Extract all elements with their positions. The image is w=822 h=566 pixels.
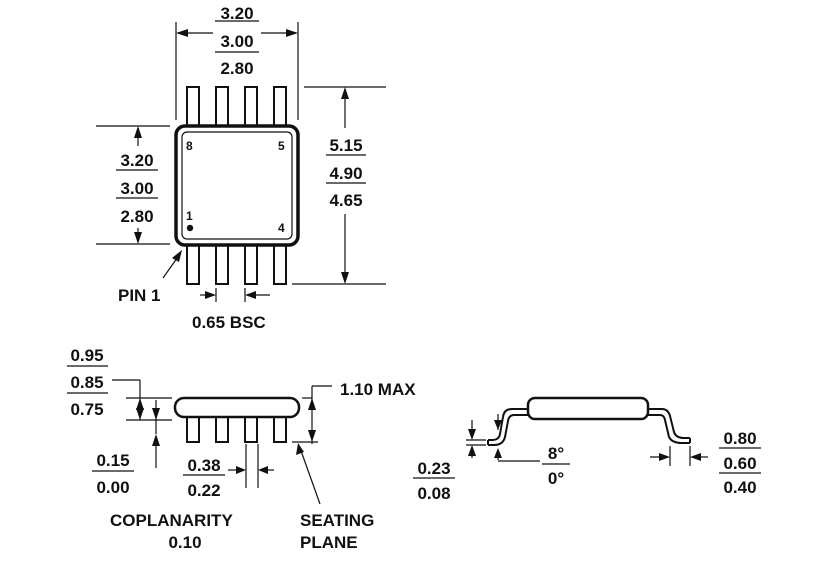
coplanarity-value: 0.10 <box>168 533 201 552</box>
arrow-left <box>245 291 256 299</box>
standoff-min: 0.00 <box>96 478 129 497</box>
pin-number-4: 4 <box>278 221 285 235</box>
foot-nom: 0.60 <box>723 454 756 473</box>
pin-number-1: 1 <box>186 209 193 223</box>
pin1-label: PIN 1 <box>118 286 161 305</box>
right-lead-bottom <box>648 414 690 444</box>
left-lead-bottom <box>488 414 528 446</box>
end-view: 0.23 0.08 8° 0° 0.80 0.60 0.40 <box>413 396 761 503</box>
end-body <box>526 396 650 421</box>
side-body <box>173 396 301 419</box>
seating-leader <box>299 447 321 505</box>
lead-width-min: 0.22 <box>187 481 220 500</box>
top-pin-5 <box>273 86 287 128</box>
arrow-up <box>468 445 476 456</box>
arrow-up <box>494 448 502 458</box>
arrow-up <box>152 434 160 446</box>
bottom-pin-4 <box>273 242 287 285</box>
width-max: 3.20 <box>220 4 253 23</box>
width-min: 2.80 <box>220 59 253 78</box>
height-max: 0.95 <box>70 346 103 365</box>
arrow-right <box>659 453 670 461</box>
arrow-seating <box>296 443 304 455</box>
arrow-down <box>468 429 476 440</box>
length-max: 5.15 <box>329 136 362 155</box>
length-nom: 4.90 <box>329 164 362 183</box>
side-view: 0.95 0.85 0.75 0.15 0.00 1.10 MAX 0.38 0… <box>67 346 416 552</box>
bottom-pin-1 <box>186 242 200 285</box>
arrow-right <box>205 291 216 299</box>
height-nom: 0.85 <box>70 373 103 392</box>
arrow-down <box>494 420 502 430</box>
seating-label-line2: PLANE <box>300 533 358 552</box>
foot-min: 0.40 <box>723 478 756 497</box>
coplanarity-label: COPLANARITY <box>110 511 233 530</box>
top-view: 8 5 1 4 3.20 3.00 2.80 3.20 3.00 2.80 <box>96 4 386 332</box>
pin-number-5: 5 <box>278 139 285 153</box>
thickness-min: 0.08 <box>417 484 450 503</box>
arrow-up <box>308 398 316 410</box>
top-pin-6 <box>244 86 258 128</box>
bottom-pin-3 <box>244 242 258 285</box>
right-lead-top <box>648 408 690 439</box>
seating-label-line1: SEATING <box>300 511 374 530</box>
arrow-down <box>341 272 349 284</box>
arrow-left <box>176 29 188 37</box>
body-min: 2.80 <box>120 207 153 226</box>
arrow-right <box>236 466 246 474</box>
arrow-pin1 <box>172 250 182 262</box>
standoff-max: 0.15 <box>96 451 129 470</box>
arrow-left <box>258 466 268 474</box>
body-max: 3.20 <box>120 151 153 170</box>
arrow-down <box>152 408 160 420</box>
pin1-dot <box>186 224 194 232</box>
arrow-left <box>690 453 701 461</box>
arrow-down <box>134 232 142 244</box>
max-height-label: 1.10 MAX <box>340 380 416 399</box>
angle-min: 0° <box>548 469 564 488</box>
height-min: 0.75 <box>70 400 103 419</box>
arrow-up <box>341 87 349 99</box>
body-nom: 3.00 <box>120 179 153 198</box>
bottom-pin-2 <box>215 242 229 285</box>
pitch-label: 0.65 BSC <box>192 313 266 332</box>
width-label-bg <box>213 18 261 76</box>
arrow-right <box>286 29 298 37</box>
thickness-max: 0.23 <box>417 459 450 478</box>
lead-width-max: 0.38 <box>187 456 220 475</box>
length-min: 4.65 <box>329 191 362 210</box>
arrow-up <box>136 398 144 410</box>
foot-max: 0.80 <box>723 429 756 448</box>
left-lead-top <box>488 408 528 441</box>
width-nom: 3.00 <box>220 32 253 51</box>
arrow-up <box>134 126 142 138</box>
top-pin-7 <box>215 86 229 128</box>
top-pin-8 <box>186 86 200 128</box>
angle-max: 8° <box>548 444 564 463</box>
package-body-outer <box>174 124 300 247</box>
pin-number-8: 8 <box>186 139 193 153</box>
arrow-down <box>308 430 316 442</box>
arrow-down <box>136 408 144 420</box>
package-body-inner <box>181 131 293 240</box>
